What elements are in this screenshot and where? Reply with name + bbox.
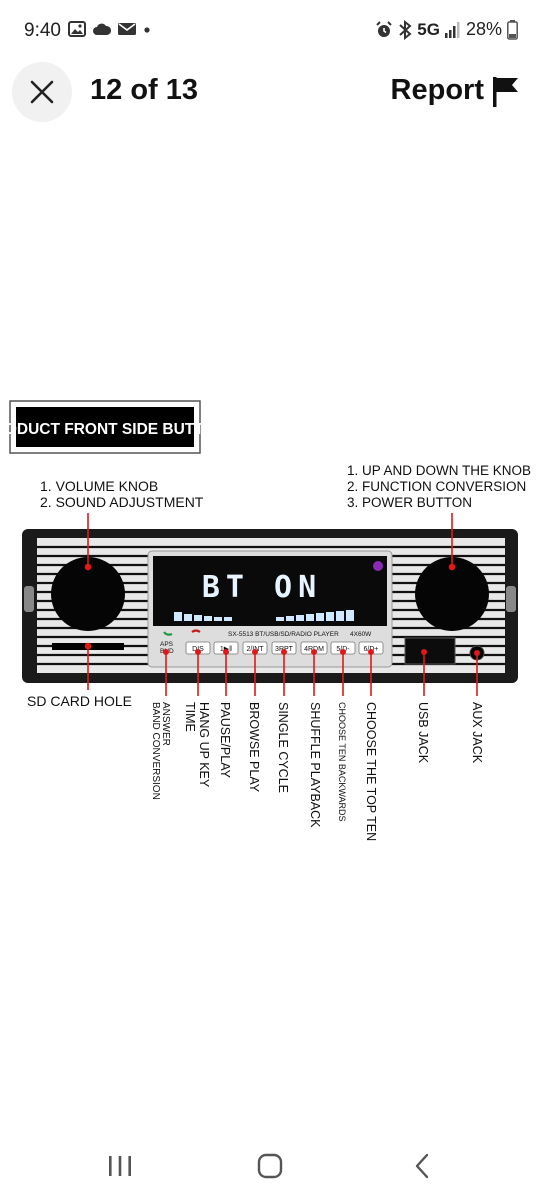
label-power-button: 3. POWER BUTTON [347,495,472,510]
vlabel-hang-up-key: HANG UP KEY [197,702,211,788]
status-right: 5G 28% [375,19,518,40]
cloud-icon [93,23,112,35]
alarm-icon [376,20,392,37]
answer-phone-icon [163,631,173,636]
vlabel-pause-play: PAUSE/PLAY [218,702,232,779]
image-icon [68,21,86,37]
btn-aps-bnd-top: APS [160,641,174,648]
indicator-light [373,561,383,571]
label-up-down-knob: 1. UP AND DOWN THE KNOB [347,463,531,478]
vlabel-browse-play: BROWSE PLAY [247,702,261,793]
image-title: PRODUCT FRONT SIDE BUTTON [0,421,227,438]
label-sound-adjustment: 2. SOUND ADJUSTMENT [40,494,204,510]
vlabel-aux-jack: AUX JACK [470,702,484,764]
signal-icon [444,21,460,38]
flag-icon [493,76,518,107]
network-label: 5G [417,19,440,39]
bluetooth-icon [399,19,412,40]
status-bar: 9:40 5G 28% [0,0,540,60]
mail-icon [118,23,136,35]
system-nav-bar [0,1130,540,1200]
vlabel-choose-ten-backwards: CHOOSE TEN BACKWARDS [337,702,347,822]
label-volume-knob: 1. VOLUME KNOB [40,478,158,494]
close-icon [30,80,54,104]
vlabel-single-cycle: SINGLE CYCLE [276,702,290,793]
vlabel-time: TIME [183,702,197,732]
function-knob[interactable] [415,557,489,631]
battery-percent: 28% [465,19,502,39]
close-button[interactable] [12,62,72,122]
vlabel-band-conversion: BAND CONVERSION [150,702,161,800]
usb-jack[interactable] [404,637,456,665]
callout-lines [84,513,480,696]
report-label: Report [390,74,484,106]
vlabel-answer: ANSWER [160,702,171,746]
recent-apps-icon [109,1156,131,1176]
title-box [16,407,194,447]
vertical-labels: ANSWER BAND CONVERSION HANG UP KEY TIME … [150,702,484,841]
model-label: SX-5513 BT/USB/SD/RADIO PLAYER [228,631,339,638]
home-icon [257,1153,283,1179]
product-image[interactable]: PRODUCT FRONT SIDE BUTTON 1. VOLUME KNOB… [0,390,540,850]
image-counter: 12 of 13 [90,74,198,106]
back-icon [415,1153,429,1179]
vlabel-usb-jack: USB JACK [416,702,430,764]
report-button[interactable]: Report [391,74,520,107]
status-left-icons [68,21,152,37]
label-sd-card-hole: SD CARD HOLE [27,693,132,709]
back-button[interactable] [392,1146,452,1186]
power-label: 4X60W [350,631,372,638]
dot-icon [144,27,150,33]
battery-icon [507,19,518,40]
vlabel-choose-top-ten: CHOOSE THE TOP TEN [364,702,378,841]
hangup-phone-icon [191,629,201,633]
label-function-conversion: 2. FUNCTION CONVERSION [347,479,526,494]
status-time: 9:40 [24,20,61,41]
lcd-spectrum [174,610,354,621]
lcd-text: BT ON [202,570,322,605]
volume-knob[interactable] [51,557,125,631]
vlabel-shuffle-playback: SHUFFLE PLAYBACK [308,702,322,828]
home-button[interactable] [240,1146,300,1186]
recent-apps-button[interactable] [90,1146,150,1186]
